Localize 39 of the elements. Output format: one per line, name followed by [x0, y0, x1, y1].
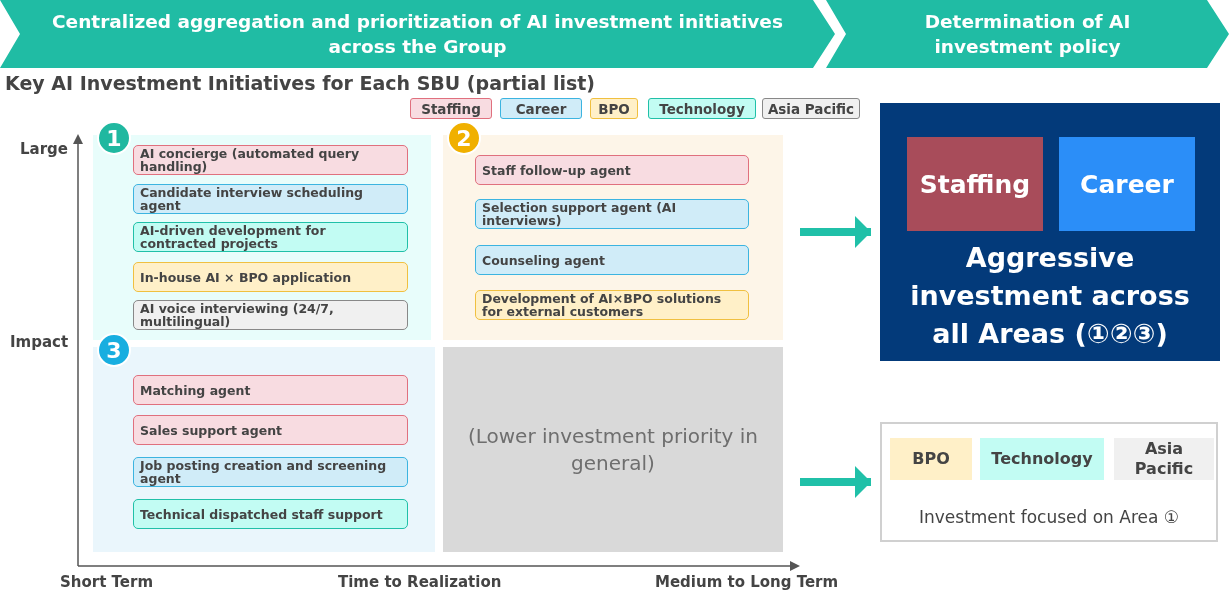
chevron-banner: Determination of AI investment policy	[826, 0, 1229, 68]
policy-text: Aggressive investment across all Areas (①②③)	[909, 241, 1191, 351]
initiative-box: Matching agent	[133, 375, 408, 405]
initiative-box: In-house AI × BPO application	[133, 262, 408, 292]
number-badge: 3	[97, 333, 131, 367]
initiative-box: AI-driven development for contracted projects	[133, 222, 408, 252]
legend-tag: Technology	[648, 98, 756, 119]
initiative-box: Job posting creation and screening agent	[133, 457, 408, 487]
axis-label: Large	[20, 140, 68, 158]
area-tile: Staffing	[907, 137, 1043, 231]
legend-tag: Asia Pacific	[762, 98, 860, 119]
initiative-box: Staff follow-up agent	[475, 155, 749, 185]
number-badge: 2	[447, 121, 481, 155]
section-heading: Key AI Investment Initiatives for Each SBU (partial list)	[5, 72, 595, 94]
legend-tag: Career	[500, 98, 582, 119]
legend-tag: Staffing	[410, 98, 492, 119]
area-tile: Career	[1059, 137, 1195, 231]
area-tile: Technology	[980, 438, 1104, 480]
policy-panel	[880, 103, 1220, 361]
axis-label: Impact	[10, 333, 69, 351]
initiative-box: Selection support agent (AI interviews)	[475, 199, 749, 229]
quadrant-panel: (Lower investment priority in general)	[443, 347, 783, 552]
initiative-box: Technical dispatched staff support	[133, 499, 408, 529]
policy-text: Investment focused on Area ①	[917, 506, 1181, 528]
initiative-box: AI concierge (automated query handling)	[133, 145, 408, 175]
initiative-box: Development of AI×BPO solutions for external customers	[475, 290, 749, 320]
axis-label: Medium to Long Term	[655, 573, 839, 591]
area-tile: BPO	[890, 438, 972, 480]
chevron-banner: Centralized aggregation and prioritization of AI investment initiatives across the Group	[0, 0, 835, 68]
initiative-box: Sales support agent	[133, 415, 408, 445]
legend-tag: BPO	[590, 98, 638, 119]
number-badge: 1	[97, 121, 131, 155]
initiative-box: Counseling agent	[475, 245, 749, 275]
initiative-box: Candidate interview scheduling agent	[133, 184, 408, 214]
axis-label: Time to Realization	[338, 573, 502, 591]
policy-panel	[880, 422, 1218, 542]
area-tile: Asia Pacific	[1114, 438, 1214, 480]
initiative-box: AI voice interviewing (24/7, multilingual)	[133, 300, 408, 330]
axis-label: Short Term	[60, 573, 154, 591]
